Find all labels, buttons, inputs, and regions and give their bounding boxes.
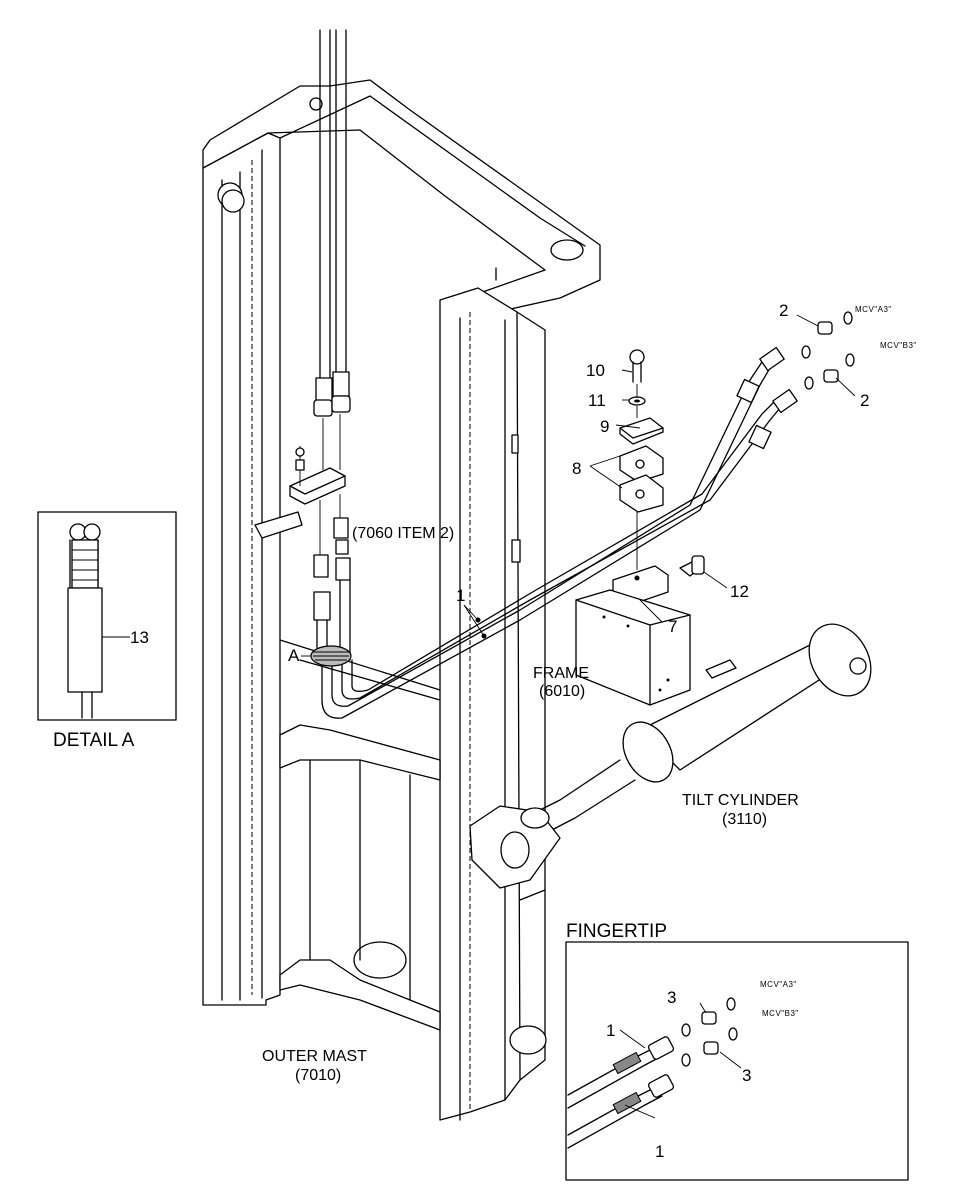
fingertip — [565, 941, 909, 1181]
callout-12: 12 — [730, 582, 749, 601]
pipe-assembly — [310, 346, 798, 719]
port-label-a3: MCV"A3" — [855, 305, 892, 314]
frame-block — [575, 589, 691, 706]
frame-label: FRAME — [533, 665, 589, 682]
leader-lines — [301, 314, 856, 1119]
fingertip-port-a3: MCV"A3" — [760, 980, 797, 989]
port-label-b3: MCV"B3" — [880, 341, 917, 350]
callout-3-upper: 3 — [667, 988, 676, 1007]
callout-2-upper: 2 — [779, 301, 788, 320]
callout-a: A — [288, 646, 300, 665]
upper-hoses — [289, 29, 351, 661]
tilt-cylinder-number: (3110) — [722, 811, 767, 828]
outer-mast-label: OUTER MAST — [262, 1048, 367, 1065]
callout-1-fingertip-upper: 1 — [606, 1021, 615, 1040]
clamp-stack — [612, 349, 705, 606]
callout-11: 11 — [588, 391, 606, 410]
callout-13: 13 — [130, 628, 149, 647]
tilt-cylinder — [469, 623, 872, 889]
detail-a-title: DETAIL A — [53, 730, 135, 751]
callout-8: 8 — [572, 459, 581, 478]
outer-mast — [202, 79, 601, 1121]
fittings-item-2 — [801, 311, 855, 390]
callout-2-lower: 2 — [860, 391, 869, 410]
callout-3-lower: 3 — [742, 1066, 751, 1085]
callout-7: 7 — [668, 617, 677, 636]
fingertip-title: FINGERTIP — [566, 921, 667, 942]
callout-1-fingertip-lower: 1 — [655, 1142, 664, 1161]
outer-mast-number: (7010) — [295, 1067, 341, 1084]
frame-number: (6010) — [539, 683, 585, 700]
callout-10: 10 — [586, 361, 605, 380]
tilt-cylinder-label: TILT CYLINDER — [682, 792, 799, 809]
reference-item-label: (7060 ITEM 2) — [352, 525, 454, 542]
callout-1-pipes: 1 — [456, 586, 465, 605]
callout-9: 9 — [600, 417, 609, 436]
fingertip-port-b3: MCV"B3" — [762, 1009, 799, 1018]
detail-a — [37, 511, 177, 721]
